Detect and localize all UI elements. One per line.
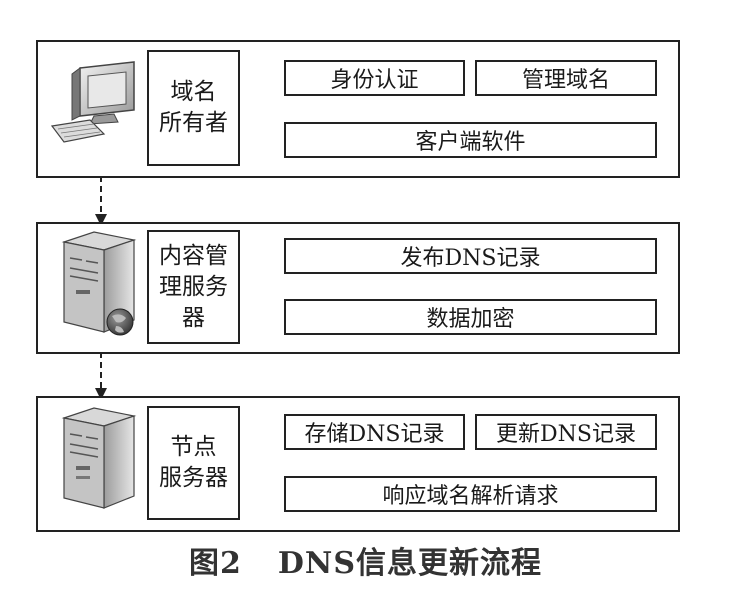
owner-label: 域名 所有者 (147, 50, 240, 166)
data-encryption-item: 数据加密 (284, 299, 657, 335)
node-server-label: 节点 服务器 (147, 406, 240, 520)
update-dns-record-item: 更新DNS记录 (475, 414, 657, 450)
content-server-label: 内容管 理服务 器 (147, 230, 240, 344)
figure-caption: 图2 DNS信息更新流程 (0, 538, 731, 582)
publish-dns-record-item: 发布DNS记录 (284, 238, 657, 274)
figure-number: 图2 (189, 546, 242, 581)
server-globe-icon (61, 231, 137, 336)
respond-resolution-item: 响应域名解析请求 (284, 476, 657, 512)
computer-icon (50, 61, 135, 143)
store-dns-record-item: 存储DNS记录 (284, 414, 465, 450)
server-icon (61, 407, 137, 509)
manage-domain-item: 管理域名 (475, 60, 657, 96)
client-software-item: 客户端软件 (284, 122, 657, 158)
identity-auth-item: 身份认证 (284, 60, 465, 96)
arrow-content-to-node (95, 332, 107, 400)
figure-title: DNS信息更新流程 (277, 546, 542, 581)
